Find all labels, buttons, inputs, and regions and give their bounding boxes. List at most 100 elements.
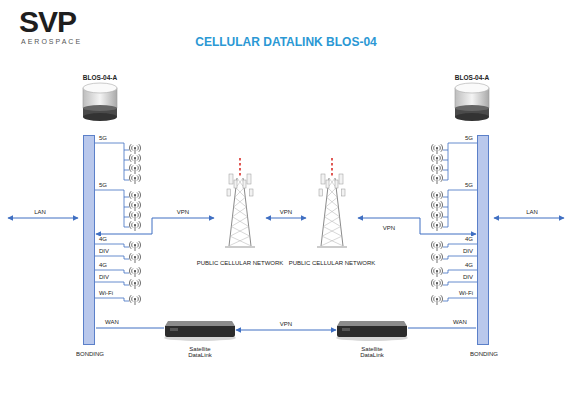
vpn-connector bbox=[236, 330, 336, 331]
port-label: 4G bbox=[98, 262, 108, 268]
path-shape bbox=[229, 236, 251, 246]
branch-line bbox=[124, 298, 125, 301]
antenna-symbol bbox=[431, 253, 442, 263]
connector-label: WAN bbox=[104, 319, 120, 325]
line-shape bbox=[331, 158, 333, 178]
line-shape bbox=[239, 158, 241, 178]
node-label: BONDING bbox=[470, 351, 498, 357]
branch-tick bbox=[124, 227, 129, 228]
path-shape bbox=[327, 188, 338, 198]
path-shape bbox=[229, 178, 251, 246]
branch-tick bbox=[443, 207, 448, 208]
branch-tick bbox=[443, 150, 448, 151]
branch-line bbox=[448, 244, 449, 247]
rect-shape bbox=[339, 174, 343, 184]
branch-tick bbox=[124, 160, 129, 161]
path-shape bbox=[230, 227, 250, 237]
branch-line bbox=[95, 298, 124, 299]
branch-tick bbox=[124, 170, 129, 171]
branch-line bbox=[95, 256, 124, 257]
antenna-symbol bbox=[431, 211, 442, 221]
antenna-symbol bbox=[431, 164, 442, 174]
path-shape bbox=[234, 197, 247, 207]
branch-tick bbox=[443, 180, 448, 181]
antenna-symbol bbox=[129, 295, 140, 305]
lan-arrow bbox=[494, 218, 564, 219]
branch-line bbox=[448, 190, 477, 191]
antenna-symbol bbox=[129, 174, 140, 184]
branch-line bbox=[95, 190, 124, 191]
branch-line bbox=[95, 270, 124, 271]
rect-shape bbox=[321, 174, 325, 184]
node-label: Satellite DataLink bbox=[355, 346, 389, 359]
branch-tick bbox=[443, 170, 448, 171]
branch-tick bbox=[443, 285, 448, 286]
branch-tick bbox=[443, 273, 448, 274]
path-shape bbox=[337, 321, 407, 326]
port-label: 5G bbox=[464, 135, 474, 141]
branch-line bbox=[448, 298, 477, 299]
path-shape bbox=[323, 217, 340, 227]
antenna-symbol bbox=[431, 174, 442, 184]
port-label: 4G bbox=[98, 236, 108, 242]
rect-shape bbox=[243, 180, 246, 188]
branch-tick bbox=[443, 227, 448, 228]
antenna-branches bbox=[95, 143, 477, 305]
branch-line bbox=[448, 244, 477, 245]
path-shape bbox=[235, 188, 246, 198]
branch-tick bbox=[124, 217, 129, 218]
logo-subtitle: AEROSPACE bbox=[20, 38, 83, 45]
branch-tick bbox=[443, 301, 448, 302]
path-shape bbox=[231, 217, 248, 227]
tower-illustration bbox=[307, 158, 357, 248]
port-label: LAN bbox=[33, 209, 47, 215]
branch-line bbox=[124, 282, 125, 285]
branch-line bbox=[448, 143, 477, 144]
cellular-tower: PUBLIC CELLULAR NETWORK bbox=[307, 158, 357, 248]
branch-tick bbox=[124, 207, 129, 208]
path-shape bbox=[165, 326, 235, 337]
rect-shape bbox=[234, 180, 237, 188]
antenna-symbol bbox=[129, 241, 140, 251]
vpn-connector bbox=[266, 218, 306, 219]
branch-tick bbox=[124, 285, 129, 286]
antenna-symbol bbox=[431, 154, 442, 164]
path-shape bbox=[337, 326, 407, 337]
rect-shape bbox=[170, 328, 178, 331]
branch-line bbox=[448, 256, 449, 259]
rect-shape bbox=[227, 189, 231, 196]
rect-shape bbox=[342, 189, 346, 196]
branch-tick bbox=[443, 197, 448, 198]
path-shape bbox=[324, 207, 339, 217]
line-shape bbox=[239, 158, 241, 178]
rect-shape bbox=[326, 180, 329, 188]
node-label: BONDING bbox=[76, 351, 104, 357]
port-label: DIV bbox=[462, 248, 474, 254]
lan-arrow bbox=[8, 218, 78, 219]
antenna-symbol bbox=[129, 211, 140, 221]
antenna-symbol bbox=[431, 191, 442, 201]
branch-line bbox=[448, 298, 449, 301]
branch-tick bbox=[124, 273, 129, 274]
blos-device bbox=[455, 83, 489, 121]
branch-line bbox=[448, 270, 449, 273]
antenna-symbol bbox=[431, 201, 442, 211]
branch-tick bbox=[124, 301, 129, 302]
branch-tick bbox=[443, 259, 448, 260]
antenna-symbol bbox=[129, 191, 140, 201]
branch-line bbox=[124, 190, 125, 227]
port-label: 5G bbox=[98, 135, 108, 141]
path-shape bbox=[326, 197, 339, 207]
antenna-symbol bbox=[129, 144, 140, 154]
branch-line bbox=[124, 143, 125, 180]
antenna-symbol bbox=[431, 221, 442, 231]
device-label: BLOS-04-A bbox=[82, 75, 118, 82]
branch-line bbox=[95, 282, 124, 283]
branch-line bbox=[124, 270, 125, 273]
branch-tick bbox=[443, 247, 448, 248]
branch-line bbox=[448, 256, 477, 257]
connector-label: VPN bbox=[382, 225, 396, 231]
satellite-datalink: Satellite DataLink bbox=[165, 318, 235, 340]
path-shape bbox=[321, 236, 343, 246]
